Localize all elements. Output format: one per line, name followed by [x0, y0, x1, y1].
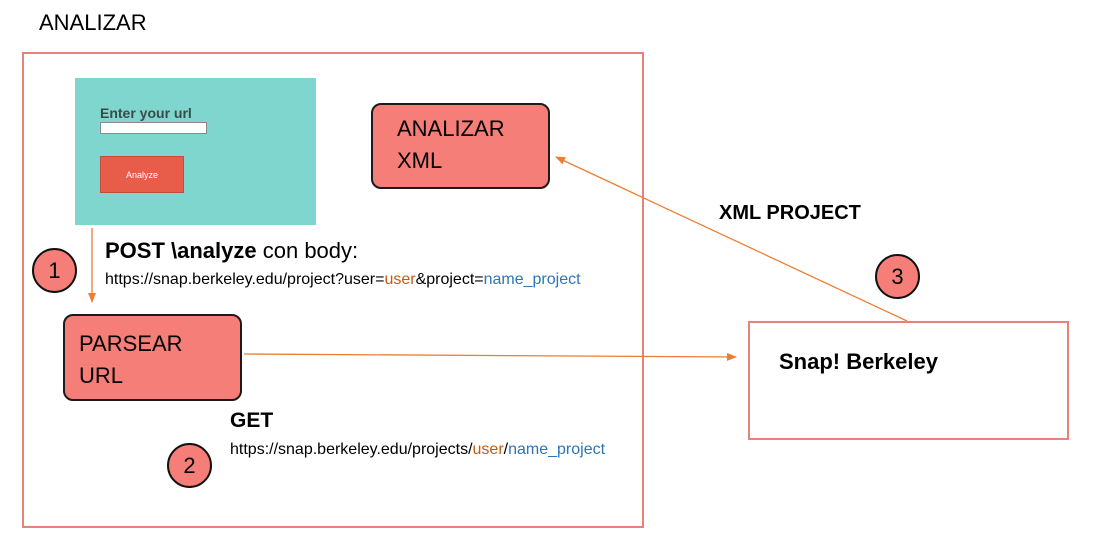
analyze-button[interactable]: Analyze	[100, 156, 184, 193]
step-1-url-param: &project=	[415, 271, 484, 288]
step-1-title-bold: POST \analyze	[105, 238, 257, 263]
analizar-xml-line1: ANALIZAR	[397, 116, 505, 141]
step-2-url-slash: /	[503, 441, 509, 458]
parsear-url-line2: URL	[79, 363, 124, 388]
url-form-label: Enter your url	[100, 105, 192, 121]
analizar-xml-line2: XML	[397, 148, 443, 173]
step-2-url-project: name_project	[508, 441, 606, 458]
url-form-panel	[75, 78, 316, 225]
step-1-badge: 1	[32, 248, 77, 293]
step-2-url-user: user	[472, 441, 504, 458]
snap-berkeley-label: Snap! Berkeley	[779, 349, 938, 374]
step-1-title-rest: con body:	[256, 238, 359, 263]
step-1-url-project: name_project	[483, 271, 581, 288]
step-1-title: POST \analyze con body:	[105, 238, 358, 264]
step-1-url-user: user	[384, 271, 416, 288]
parsear-url-line1: PARSEAR	[79, 331, 183, 356]
url-input[interactable]	[100, 122, 207, 134]
step-3-badge: 3	[875, 254, 920, 299]
snap-berkeley-box	[748, 321, 1069, 440]
xml-project-label: XML PROJECT	[719, 202, 861, 224]
arrow-snap-to-analizar	[555, 156, 908, 322]
analizar-container	[22, 52, 644, 528]
step-2-title: GET	[230, 409, 274, 432]
parsear-url-box: PARSEAR URL	[63, 314, 242, 401]
step-1-url: https://snap.berkeley.edu/project?user=u…	[105, 271, 581, 289]
diagram-title: ANALIZAR	[39, 10, 147, 35]
analizar-xml-box: ANALIZAR XML	[371, 103, 550, 189]
step-1-url-base: https://snap.berkeley.edu/project?user=	[105, 271, 385, 288]
step-2-url: https://snap.berkeley.edu/projects/user/…	[230, 441, 605, 459]
arrow-parsear-to-snap	[243, 352, 737, 361]
step-2-badge: 2	[167, 443, 212, 488]
step-2-url-base: https://snap.berkeley.edu/projects/	[230, 441, 473, 458]
